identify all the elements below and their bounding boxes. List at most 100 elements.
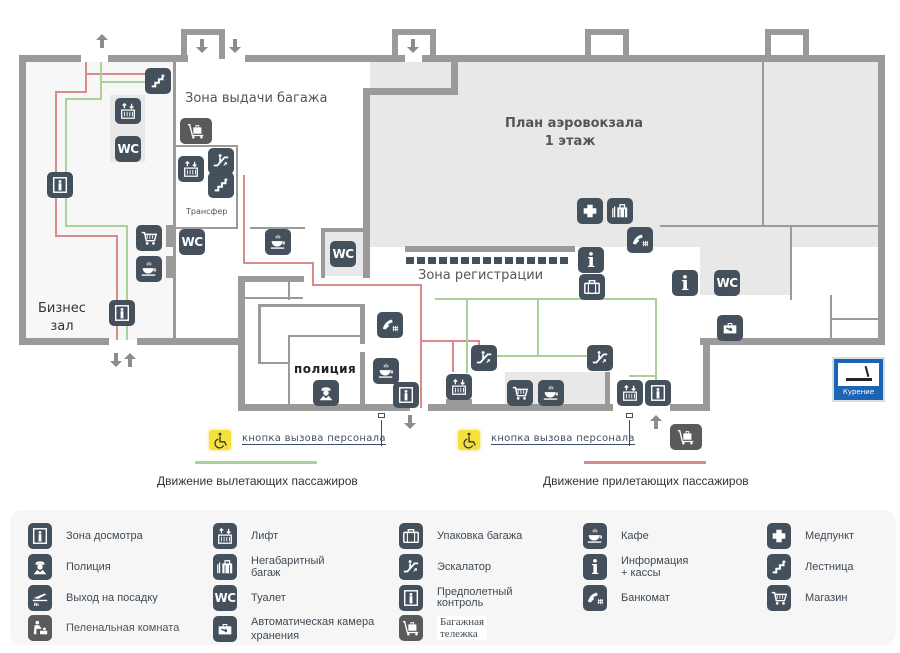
departing-route <box>100 62 102 99</box>
security-frame-icon[interactable] <box>645 380 671 406</box>
luggage-storage-icon[interactable] <box>717 315 743 341</box>
security-frame-icon <box>28 523 52 549</box>
baggage-wrap-icon[interactable] <box>579 274 605 300</box>
smoking-area-sign: Курение <box>832 357 885 402</box>
legend-item-cafe: Кафе <box>583 523 649 549</box>
wc-icon[interactable]: WC <box>330 241 356 267</box>
exit-up-arrow-icon <box>124 352 136 366</box>
wall <box>108 55 188 62</box>
cafe-icon[interactable] <box>136 256 162 282</box>
wc-icon[interactable]: WC <box>714 270 740 296</box>
elevator-icon[interactable] <box>617 380 643 406</box>
wall <box>446 399 472 407</box>
legend-item-elevator: Лифт <box>213 523 278 549</box>
checkin-counters <box>406 257 571 264</box>
map-title-line2: 1 этаж <box>544 134 596 149</box>
security-frame-icon[interactable] <box>109 300 135 326</box>
exit-up-arrow-icon <box>96 33 108 47</box>
departing-route <box>655 298 657 383</box>
arriving-route <box>312 262 314 285</box>
escalator-icon[interactable] <box>471 345 497 371</box>
medical-icon <box>767 523 791 549</box>
info-icon[interactable]: i <box>672 270 698 296</box>
baggage-cart-icon[interactable] <box>670 424 702 450</box>
legend-label: Упаковка багажа <box>437 530 523 542</box>
escalator-icon <box>399 554 423 580</box>
wall <box>166 225 176 247</box>
wc-icon[interactable]: WC <box>179 229 205 255</box>
entry-down-arrow-icon <box>229 38 241 52</box>
baggage-wrap-icon <box>399 523 423 549</box>
wc-icon[interactable]: WC <box>115 136 141 162</box>
arriving-route <box>243 175 245 263</box>
elevator-icon[interactable] <box>446 374 472 400</box>
legend-label: Магазин <box>805 592 848 604</box>
baggage-cart-icon[interactable] <box>180 118 212 144</box>
legend-label: Эскалатор <box>437 561 492 573</box>
wall <box>236 145 238 227</box>
oversized-baggage-icon <box>213 554 237 580</box>
departing-route <box>629 375 657 377</box>
entry-down-arrow-icon <box>404 414 416 428</box>
legend-label: Медпункт <box>805 530 855 542</box>
wall <box>250 227 305 229</box>
legend-item-security: Зона досмотра <box>28 523 143 549</box>
wall <box>830 318 880 320</box>
wall <box>288 335 290 405</box>
legend-item-stairs: Лестница <box>767 554 854 580</box>
police-icon[interactable] <box>313 380 339 406</box>
legend-label: Кафе <box>621 530 649 542</box>
arriving-route <box>55 235 118 237</box>
wall <box>238 276 245 411</box>
legend-label-line1: Информация <box>621 555 689 567</box>
security-frame-icon[interactable] <box>47 172 73 198</box>
staff-call-button-marker <box>626 413 633 418</box>
wheelchair-icon[interactable] <box>458 430 480 450</box>
cafe-icon[interactable] <box>265 229 291 255</box>
arriving-route <box>85 73 87 93</box>
shop-icon[interactable] <box>136 225 162 251</box>
police-icon <box>28 554 52 580</box>
arriving-route <box>243 262 313 264</box>
legend-label-line2: контроль <box>437 597 484 609</box>
departing-route <box>496 355 591 357</box>
cafe-icon[interactable] <box>373 358 399 384</box>
staff-call-button-marker <box>378 413 385 418</box>
oversized-baggage-icon[interactable] <box>607 198 633 224</box>
cigarette-icon <box>846 378 872 381</box>
atm-icon <box>583 585 607 611</box>
entry-down-arrow-icon <box>110 352 122 366</box>
wall <box>363 88 370 278</box>
legend-label: Пеленальная комната <box>66 622 180 634</box>
atm-icon[interactable] <box>377 312 403 338</box>
wall <box>288 282 290 300</box>
legend-label-line1: Предполетный <box>437 586 513 598</box>
wheelchair-icon[interactable] <box>209 430 231 450</box>
shop-icon[interactable] <box>507 380 533 406</box>
wall <box>219 29 225 59</box>
map-title: План аэровокзала 1 этаж <box>505 116 643 149</box>
departing-route <box>435 298 657 300</box>
atm-icon[interactable] <box>627 227 653 253</box>
wall <box>878 55 885 345</box>
elevator-icon[interactable] <box>115 98 141 124</box>
escalator-icon[interactable] <box>587 345 613 371</box>
security-frame-icon[interactable] <box>393 382 419 408</box>
baggage-cart-icon <box>399 615 423 641</box>
wall <box>605 372 610 407</box>
wall <box>451 55 458 95</box>
cafe-icon[interactable] <box>538 380 564 406</box>
info-icon[interactable]: i <box>578 247 604 273</box>
business-lounge-area <box>26 62 174 340</box>
stairs-icon[interactable] <box>208 172 234 198</box>
wall <box>176 145 238 147</box>
wall <box>360 304 365 344</box>
staff-call-button-label: кнопка вызова персонала <box>242 433 386 445</box>
stairs-icon[interactable] <box>145 68 171 94</box>
elevator-icon[interactable] <box>178 156 204 182</box>
medical-icon[interactable] <box>577 198 603 224</box>
escalator-icon[interactable] <box>208 148 234 174</box>
arriving-route <box>85 62 87 74</box>
